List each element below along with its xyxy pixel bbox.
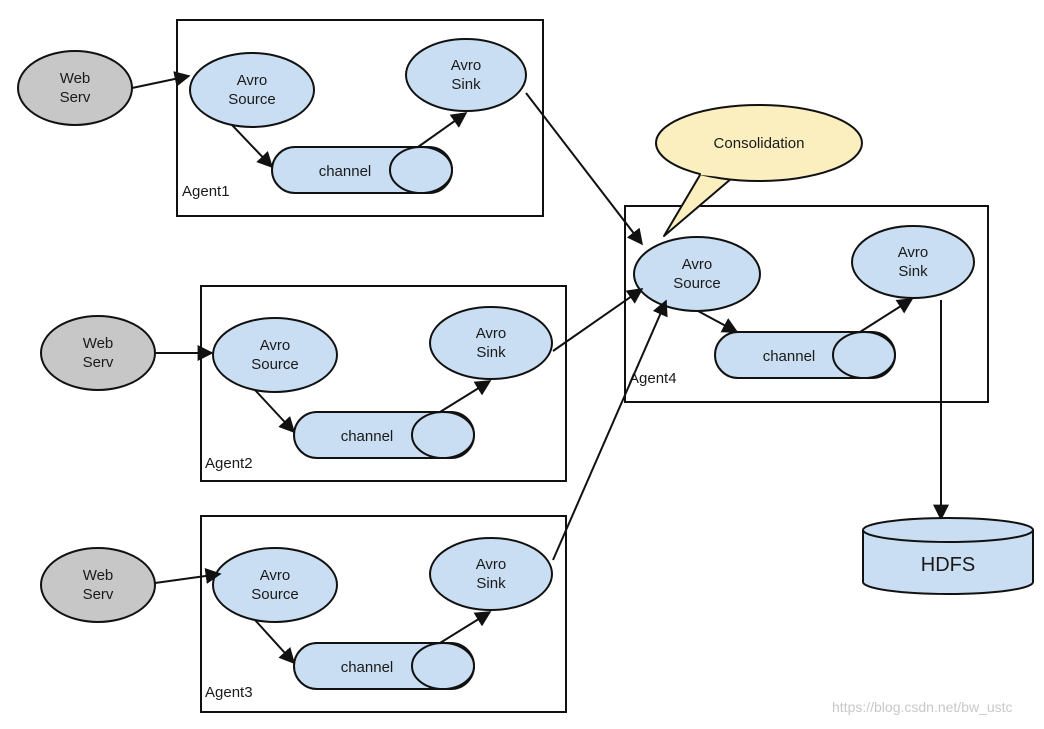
agent1-sink-label-line1: Avro — [451, 57, 482, 74]
agent4-source-label-line1: Avro — [682, 256, 713, 273]
agent2-sink-label-line1: Avro — [476, 325, 507, 342]
agent3-group: Agent3 Avro Source Avro Sink channel — [200, 515, 567, 713]
agent2-sink-label-line2: Sink — [476, 344, 506, 361]
agent3-label: Agent3 — [205, 684, 253, 701]
agent4-channel-to-sink-arrow — [859, 298, 914, 333]
web-serv-3-to-agent3-arrow — [154, 568, 222, 584]
agent2-avro-sink: Avro Sink — [429, 306, 553, 380]
agent4-sink-label-line2: Sink — [898, 263, 928, 280]
agent3-box — [200, 515, 567, 713]
agent1-avro-source: Avro Source — [189, 52, 315, 128]
web-serv-3-label-line1: Web — [83, 567, 114, 584]
agent3-avro-source: Avro Source — [212, 547, 338, 623]
agent4-source-to-channel-arrow — [697, 310, 739, 333]
agent1-sink-label-line2: Sink — [451, 76, 481, 93]
agent3-channel-label: channel — [341, 659, 394, 676]
web-serv-1-label-line2: Serv — [60, 89, 91, 106]
watermark: https://blog.csdn.net/bw_ustc — [832, 699, 1013, 715]
agent4-channel-label: channel — [763, 348, 816, 365]
agent3-avro-sink: Avro Sink — [429, 537, 553, 611]
web-serv-1: Web Serv — [17, 50, 133, 126]
agent1-source-label-line2: Source — [228, 91, 276, 108]
agent1-label: Agent1 — [182, 183, 230, 200]
agent1-box — [176, 19, 544, 217]
agent4-sink-label-line1: Avro — [898, 244, 929, 261]
web-serv-3-label-line2: Serv — [83, 586, 114, 603]
agent3-channel-to-sink-arrow — [439, 611, 492, 644]
agent1-source-to-channel-arrow — [231, 124, 274, 169]
agent4-source-label-line2: Source — [673, 275, 721, 292]
web-serv-1-label-line1: Web — [60, 70, 91, 87]
agent1-avro-sink: Avro Sink — [405, 38, 527, 112]
consolidation-callout: Consolidation — [655, 104, 863, 237]
agent4-avro-sink: Avro Sink — [851, 225, 975, 299]
agent3-sink-label-line1: Avro — [476, 556, 507, 573]
agent3-source-label-line2: Source — [251, 586, 299, 603]
agent2-channel-to-sink-arrow — [439, 380, 492, 413]
agent2-channel: channel — [293, 411, 475, 459]
web-serv-2-label-line2: Serv — [83, 354, 114, 371]
hdfs-storage: HDFS — [862, 517, 1034, 595]
hdfs-label: HDFS — [921, 554, 975, 576]
agent2-label: Agent2 — [205, 455, 253, 472]
agent1-channel: channel — [271, 146, 453, 194]
agent4-avro-source: Avro Source — [633, 236, 761, 312]
agent3-source-label-line1: Avro — [260, 567, 291, 584]
agent2-source-label-line1: Avro — [260, 337, 291, 354]
agent2-sink-to-agent4-source-arrow — [552, 288, 644, 352]
web-serv-2: Web Serv — [40, 315, 156, 391]
agent1-channel-label: channel — [319, 163, 372, 180]
agent3-source-to-channel-arrow — [254, 619, 296, 665]
web-serv-2-label-line1: Web — [83, 335, 114, 352]
agent1-sink-to-agent4-source-arrow — [525, 92, 643, 246]
agent4-channel: channel — [714, 331, 896, 379]
agent3-sink-label-line2: Sink — [476, 575, 506, 592]
agent1-source-label-line1: Avro — [237, 72, 268, 89]
agent1-channel-to-sink-arrow — [417, 112, 468, 148]
agent4-group: Agent4 Avro Source Avro Sink channel — [624, 205, 989, 403]
agent3-sink-to-agent4-source-arrow — [552, 299, 668, 561]
agent2-box — [200, 285, 567, 482]
agent4-label: Agent4 — [629, 370, 677, 387]
web-serv-3: Web Serv — [40, 547, 156, 623]
agent2-channel-label: channel — [341, 428, 394, 445]
web-serv-1-to-agent1-arrow — [131, 71, 191, 89]
agent1-group: Agent1 Avro Source Avro Sink channel — [176, 19, 544, 217]
agent2-source-label-line2: Source — [251, 356, 299, 373]
agent2-group: Agent2 Avro Source Avro Sink channel — [200, 285, 567, 482]
consolidation-label: Consolidation — [714, 135, 805, 152]
agent3-channel: channel — [293, 642, 475, 690]
agent4-box — [624, 205, 989, 403]
agent2-source-to-channel-arrow — [254, 389, 296, 434]
agent2-avro-source: Avro Source — [212, 317, 338, 393]
